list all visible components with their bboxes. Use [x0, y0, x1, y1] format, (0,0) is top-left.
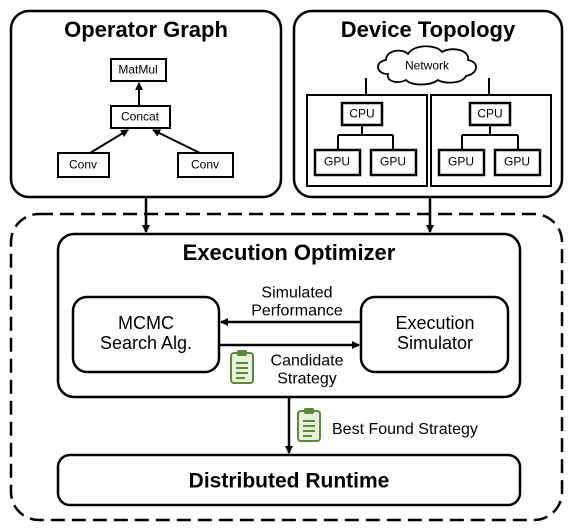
matmul-label: MatMul: [118, 62, 158, 77]
device-topology-title: Device Topology: [340, 16, 516, 42]
cpu-left-label: CPU: [349, 106, 375, 121]
best-found-strategy-label: Best Found Strategy: [332, 421, 478, 438]
conv-left-node: [57, 152, 110, 178]
distributed-runtime-box: [56, 453, 522, 507]
conv-right-label: Conv: [190, 157, 220, 172]
gpu-left-1: [313, 148, 362, 177]
network-label: Network: [404, 58, 450, 73]
cpu-right-label: CPU: [477, 106, 503, 121]
concat-node: [110, 105, 171, 129]
clipboard-icon: [230, 349, 254, 384]
clipboard-icon: [297, 407, 321, 442]
mcmc-box: [71, 295, 221, 374]
concat-label: Concat: [120, 109, 160, 124]
gpu-right-1-label: GPU: [447, 154, 475, 169]
cloud-icon: [377, 45, 477, 86]
gpu-left-2-label: GPU: [379, 154, 407, 169]
candidate-strategy-label: Candidate Strategy: [270, 352, 344, 387]
gpu-left-1-label: GPU: [323, 154, 351, 169]
simulated-performance-label: Simulated Performance: [251, 284, 343, 319]
distributed-runtime-label: Distributed Runtime: [188, 469, 390, 493]
execution-optimizer-title: Execution Optimizer: [182, 239, 396, 265]
simulator-box: [359, 295, 510, 374]
gpu-left-2: [369, 148, 418, 177]
mcmc-label: MCMC Search Alg.: [99, 313, 193, 353]
simulator-label: Execution Simulator: [395, 313, 475, 353]
edge-convright-concat: [152, 129, 201, 154]
conv-left-label: Conv: [68, 157, 98, 172]
system-dashed-boundary: [9, 212, 564, 522]
conv-right-node: [177, 152, 234, 178]
gpu-right-2-label: GPU: [503, 154, 531, 169]
operator-graph-title: Operator Graph: [64, 16, 228, 42]
edge-convleft-concat: [89, 129, 129, 154]
matmul-node: [110, 58, 167, 82]
